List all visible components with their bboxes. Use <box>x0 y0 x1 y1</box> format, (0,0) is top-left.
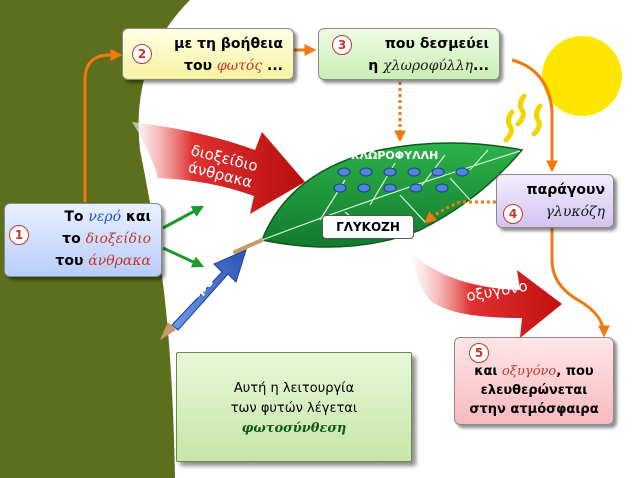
sun-rays <box>503 93 543 143</box>
step-5-line2: ελευθερώνεται <box>480 383 588 398</box>
water-arrow <box>171 249 247 331</box>
step-1-line3: του άνθρακα <box>55 253 151 269</box>
step-3-line2: η χλωροφύλλη... <box>368 58 489 74</box>
summary-line2: των φυτών λέγεται <box>230 401 358 416</box>
step-1-number: 1 <box>9 225 29 245</box>
co2-arrow <box>132 122 305 214</box>
connector-4-5 <box>550 228 610 338</box>
leaf-stem <box>233 238 264 254</box>
step-3-line1: που δεσμεύει <box>384 36 489 52</box>
step-1-box: Το νερό και το διοξείδιο του άνθρακα <box>4 203 162 277</box>
connector-3-4 <box>511 58 558 173</box>
step-4-number: 4 <box>503 204 523 224</box>
step-2-box: με τη βοήθεια του φωτός ... <box>122 28 294 80</box>
green-arrow-down <box>162 246 205 268</box>
dotted-4-glucose <box>424 200 496 224</box>
step-5-number: 5 <box>469 343 489 363</box>
summary-line3: φωτοσύνθεση <box>241 421 347 436</box>
summary-line1: Αυτή η λειτουργία <box>233 381 355 396</box>
sun <box>542 36 622 116</box>
step-2-number: 2 <box>132 44 152 64</box>
step-2-line1: με τη βοήθεια <box>174 36 283 52</box>
step-1-line1: Το νερό και <box>64 209 151 225</box>
step-4-line2: γλυκόζη <box>545 204 605 220</box>
step-5-box: και οξυγόνο, που ελευθερώνεται στην ατμό… <box>454 337 614 425</box>
summary-box: Αυτή η λειτουργία των φυτών λέγεται φωτο… <box>176 352 412 462</box>
water-arrow-tail <box>160 322 176 340</box>
oxygen-arrow <box>410 252 562 338</box>
glucose-label-text: ΓΛΥΚΟΖΗ <box>336 220 400 234</box>
step-3-number: 3 <box>332 35 352 55</box>
step-5-line1: και οξυγόνο, που <box>474 364 594 379</box>
step-3-box: που δεσμεύει η χλωροφύλλη... <box>318 28 500 80</box>
step-5-line3: στην ατμόσφαιρα <box>469 402 599 417</box>
step-1-line2: το διοξείδιο <box>62 231 151 247</box>
chloroplasts <box>333 167 469 193</box>
chlorophyll-label: ΧΛΩΡΟΦΥΛΛΗ <box>351 149 438 162</box>
chlorophyll-label-text: ΧΛΩΡΟΦΥΛΛΗ <box>351 149 439 162</box>
step-2-line2: του φωτός ... <box>184 58 283 74</box>
connector-1-2 <box>83 49 123 202</box>
green-arrow-up <box>162 205 205 230</box>
step-4-line1: παράγουν <box>526 182 605 198</box>
glucose-label: ΓΛΥΚΟΖΗ <box>322 215 414 239</box>
